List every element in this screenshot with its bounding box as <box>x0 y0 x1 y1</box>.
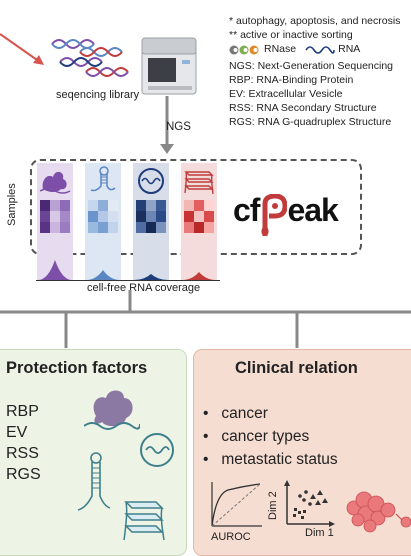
legend-key-row: RNase RNA <box>229 42 400 56</box>
dim2-label: Dim 2 <box>267 491 279 520</box>
heatmap-cell-blue <box>108 222 118 233</box>
ngs-arrow <box>160 96 174 154</box>
coverage-peak-navy <box>134 274 168 280</box>
heatmap-cell-purple <box>50 211 60 222</box>
dna-strands-icon <box>51 39 129 77</box>
heatmap-cell-purple <box>50 200 60 211</box>
heatmap-cell-purple <box>40 200 50 211</box>
heatmap-cell-red <box>204 200 214 211</box>
sequencer-icon <box>141 37 197 95</box>
coverage-label: cell-free RNA coverage <box>87 282 201 294</box>
heatmap-cell-red <box>184 200 194 211</box>
cfpeak-logo: cf eak <box>233 192 339 236</box>
rnase-label: RNase <box>264 43 297 56</box>
heatmap-cell-blue <box>88 222 98 233</box>
heatmap-cell-purple <box>40 211 50 222</box>
heatmap-cell-blue <box>98 222 108 233</box>
abbr-rbp: RBP: RNA-Binding Protein <box>229 73 354 86</box>
heatmap-cell-navy <box>146 200 156 211</box>
heatmap-cell-red <box>204 222 214 233</box>
bullet-metastatic-status-text: metastatic status <box>221 451 338 468</box>
heatmap-cell-navy <box>136 200 146 211</box>
heatmap-cell-red <box>184 211 194 222</box>
library-label: seqencing library <box>56 89 140 101</box>
heatmap-cell-navy <box>146 222 156 233</box>
factor-rgs: RGS <box>6 466 41 483</box>
heatmap-cell-navy <box>146 211 156 222</box>
coverage-peak-blue <box>86 270 120 280</box>
heatmap-cell-navy <box>156 222 166 233</box>
heatmap-cell-red <box>194 211 204 222</box>
heatmap-cell-navy <box>156 200 166 211</box>
heatmap-cell-navy <box>136 222 146 233</box>
heatmap-cell-blue <box>108 200 118 211</box>
bullet-cancer-types: • cancer types <box>203 428 310 445</box>
heatmap-cell-blue <box>98 211 108 222</box>
heatmap-cell-red <box>184 222 194 233</box>
coverage-curves <box>36 260 220 281</box>
coverage-peak-red <box>182 272 216 280</box>
heatmap-cell-purple <box>60 200 70 211</box>
heatmap-cell-navy <box>156 211 166 222</box>
heatmap-cell-blue <box>88 211 98 222</box>
heatmap-cell-purple <box>50 222 60 233</box>
input-arrow <box>0 33 44 65</box>
g-quadruplex-icon <box>184 171 214 195</box>
branch-connector <box>0 290 411 348</box>
abbr-rss: RSS: RNA Secondary Structure <box>229 102 377 115</box>
legend: * autophagy, apoptosis, and necrosis ** … <box>229 14 400 130</box>
heatmap-cell-blue <box>88 200 98 211</box>
factor-ev: EV <box>6 424 28 441</box>
protection-list: RBP EV RSS RGS <box>6 401 41 485</box>
bullet-cancer-text: cancer <box>221 405 268 422</box>
bullet-cancer: • cancer <box>203 405 268 422</box>
heatmap-cell-purple <box>60 211 70 222</box>
abbr-ev: EV: Extracellular Vesicle <box>229 88 343 101</box>
ngs-label: NGS <box>166 121 191 133</box>
auroc-label: AUROC <box>211 531 251 543</box>
logo-p-drop-icon <box>261 194 288 236</box>
rss-hairpin-icon <box>77 452 111 511</box>
heatmap-cell-red <box>194 222 204 233</box>
protection-title: Protection factors <box>6 359 148 377</box>
rnase-icon <box>229 45 259 54</box>
heatmap-cell-navy <box>136 211 146 222</box>
clinical-title: Clinical relation <box>235 359 358 377</box>
vesicle-icon <box>138 168 164 194</box>
tumor-cells-icon <box>346 491 411 533</box>
rna-icon <box>305 45 335 54</box>
logo-text-eak: eak <box>287 192 338 228</box>
legend-note-sorting: ** active or inactive sorting <box>229 29 353 42</box>
logo-text-cf: cf <box>233 192 260 228</box>
rgs-quadruplex-icon <box>123 501 165 541</box>
heatmap-cell-red <box>204 211 214 222</box>
heatmap-cell-red <box>194 200 204 211</box>
rbp-protein-icon <box>84 390 140 430</box>
bullet-metastatic-status: • metastatic status <box>203 451 338 468</box>
hairpin-icon <box>90 166 116 192</box>
abbr-ngs: NGS: Next-Generation Sequencing <box>229 59 394 72</box>
roc-curve-icon <box>211 482 262 527</box>
clinical-bullets: • cancer • cancer types • metastatic sta… <box>203 402 338 471</box>
heatmap-cell-purple <box>60 222 70 233</box>
heatmap-cell-blue <box>98 200 108 211</box>
ev-vesicle-icon <box>140 433 174 467</box>
abbr-rgs: RGS: RNA G-quadruplex Structure <box>229 116 392 129</box>
factor-rss: RSS <box>6 445 39 462</box>
legend-note-cell-death: * autophagy, apoptosis, and necrosis <box>229 15 401 27</box>
protein-icon <box>39 171 71 194</box>
heatmap-cell-blue <box>108 211 118 222</box>
heatmap-cell-purple <box>40 222 50 233</box>
rna-label: RNA <box>338 43 361 56</box>
samples-label: Samples <box>6 183 18 226</box>
factor-rbp: RBP <box>6 403 39 420</box>
coverage-peak-purple <box>38 260 72 280</box>
bullet-cancer-types-text: cancer types <box>221 428 310 445</box>
dim1-label: Dim 1 <box>305 527 334 539</box>
dim-scatter-icon <box>284 480 335 527</box>
